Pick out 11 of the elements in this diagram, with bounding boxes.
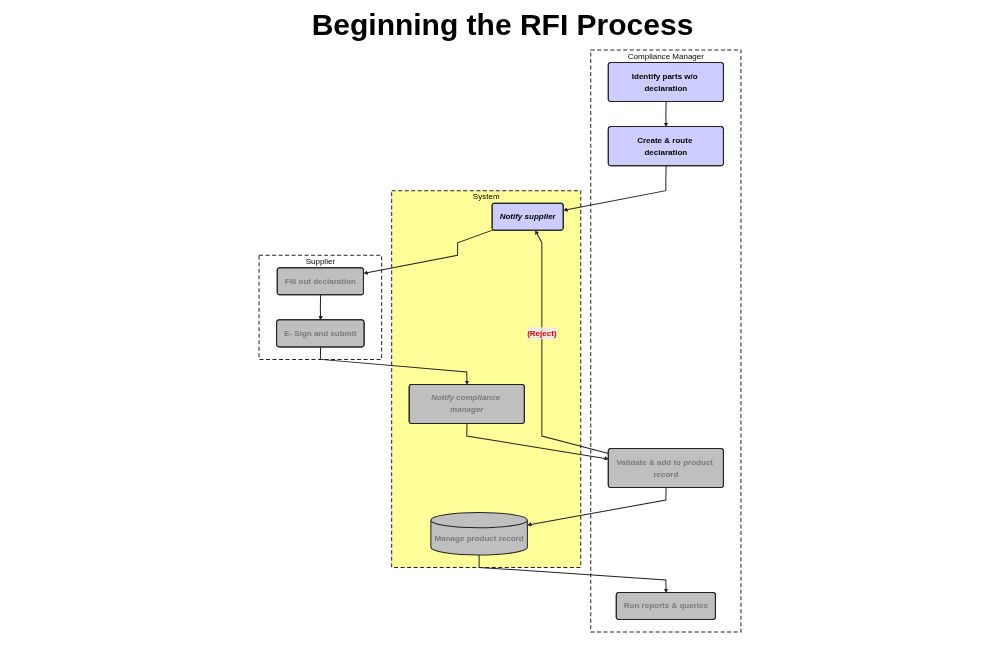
- arrow: [318, 294, 323, 321]
- arrow: [319, 346, 470, 385]
- arrow: [478, 554, 669, 593]
- arrow: [363, 229, 494, 275]
- title: Beginning the RFI Process: [310, 8, 695, 42]
- arrow: [563, 165, 667, 212]
- arrow: [535, 230, 610, 454]
- arrow: [527, 487, 667, 527]
- arrow: [466, 423, 609, 461]
- edge-label: (Reject): [527, 328, 557, 338]
- arrow: [663, 101, 669, 128]
